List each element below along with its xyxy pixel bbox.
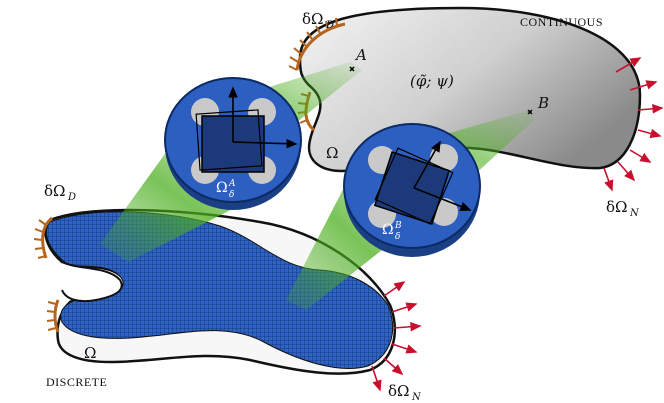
svg-text:D: D [67,192,76,203]
rve-a [164,77,302,210]
discrete-neumann-label: δΩ N [388,382,422,403]
svg-text:N: N [629,208,640,219]
svg-text:N: N [411,392,422,403]
continuous-label: CONTINUOUS [520,15,603,29]
svg-text:B: B [394,221,402,231]
continuous-neumann-label: δΩ N [606,198,640,219]
svg-text:D: D [325,20,334,31]
svg-text:δΩ: δΩ [606,198,627,216]
svg-text:δΩ: δΩ [44,182,65,200]
point-a-label: A [354,46,367,64]
discrete-omega-label: Ω [84,344,96,362]
continuous-omega-label: Ω [326,144,338,162]
point-b-label: B [537,94,549,112]
continuous-neumann-arrows [603,57,664,192]
point-b-marker [527,109,533,115]
continuous-dirichlet-label: δΩ D [302,10,334,31]
discrete-label: DISCRETE [46,375,107,389]
point-a-marker [349,66,355,72]
svg-text:δΩ: δΩ [388,382,409,400]
rve-a-label: Ω A δ [216,179,236,200]
rve-b [343,123,481,257]
svg-text:δΩ: δΩ [302,10,323,28]
fields-label: (φ̃; ψ) [410,72,454,90]
rve-b-label: Ω B δ [382,221,402,242]
discrete-neumann-arrows [371,281,422,392]
discrete-dirichlet-label: δΩ D [44,182,76,203]
svg-text:A: A [228,179,236,189]
svg-text:δ: δ [395,232,400,242]
svg-text:Ω: Ω [382,222,394,238]
svg-text:Ω: Ω [216,180,228,196]
svg-text:δ: δ [229,190,234,200]
discrete-dirichlet-hatch [33,216,60,333]
